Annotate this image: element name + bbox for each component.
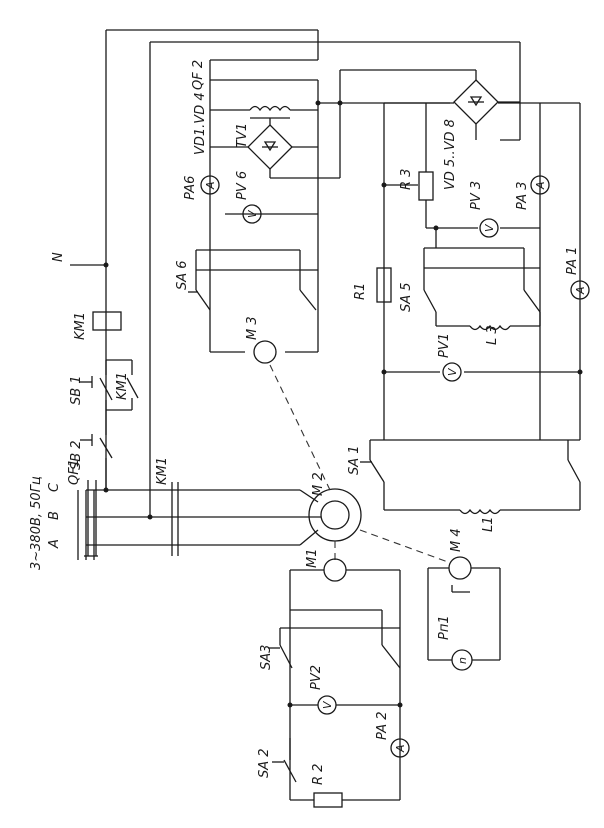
label-pa3: PA 3 xyxy=(515,182,530,211)
m3-motor xyxy=(253,340,277,364)
label-vd5-vd8: VD 5..VD 8 xyxy=(443,119,458,190)
label-m3: M 3 xyxy=(245,316,260,340)
label-km1-contacts: KM1 xyxy=(155,457,170,485)
meter-pn1-symbol: n xyxy=(456,657,469,664)
label-sa3: SA3 xyxy=(259,645,274,670)
label-sa6: SA 6 xyxy=(175,260,190,290)
label-sb1: SB 1 xyxy=(69,375,84,405)
pn1-tachometer xyxy=(451,649,473,671)
meter-pa6-symbol: A xyxy=(204,181,217,190)
label-sa5: SA 5 xyxy=(399,282,414,312)
pa3-ammeter xyxy=(530,175,550,195)
label-qf1: QF1 xyxy=(67,459,82,485)
m2-machine xyxy=(299,488,362,546)
label-l3: L 3 xyxy=(485,325,500,345)
meter-pv1-symbol: V xyxy=(446,367,459,376)
km1-main-contacts xyxy=(171,482,179,556)
label-phase-b: B xyxy=(47,511,62,520)
meter-pv3-symbol: V xyxy=(483,223,496,232)
label-r3: R 3 xyxy=(399,169,414,190)
km1-coil xyxy=(92,311,122,331)
meter-pa3-symbol: A xyxy=(534,181,547,190)
m4-circuit xyxy=(427,556,501,661)
dc-circuit xyxy=(381,102,583,440)
m3-circuit xyxy=(188,110,319,353)
sb1-button xyxy=(80,359,139,420)
label-pv1: PV1 xyxy=(437,333,452,358)
vd5-vd8-bridge xyxy=(315,69,521,178)
label-supply: 3~380В, 50Гц xyxy=(29,476,44,570)
vd1-vd4-bridge xyxy=(210,118,340,179)
label-m1: M1 xyxy=(305,549,320,569)
qf2-breaker xyxy=(209,30,319,81)
pv2-voltmeter xyxy=(317,695,337,715)
qf1-breaker xyxy=(84,480,98,557)
label-vd1-vd4: VD1.VD 4 xyxy=(193,92,208,155)
r1-resistor xyxy=(376,267,392,303)
pv3-voltmeter xyxy=(479,218,499,238)
supply-bus xyxy=(77,489,300,560)
label-pv3: PV 3 xyxy=(469,181,484,210)
label-neutral: N xyxy=(51,252,66,262)
sa1-switch xyxy=(360,439,581,515)
meter-pa2-symbol: A xyxy=(394,744,407,753)
meter-pa1-symbol: A xyxy=(574,286,587,295)
label-pa6: PA6 xyxy=(183,176,198,200)
label-pv6: PV 6 xyxy=(235,171,250,200)
pv6-voltmeter xyxy=(242,204,262,224)
pa2-ammeter xyxy=(390,738,410,758)
label-tv1: TV1 xyxy=(235,123,250,148)
label-sb2: SB 2 xyxy=(69,440,84,470)
label-r1: R1 xyxy=(353,283,368,300)
label-km1-coil: KM1 xyxy=(73,312,88,340)
label-l1: L1 xyxy=(481,516,496,532)
meter-symbols: A V A V A V V A n xyxy=(204,181,587,753)
label-phase-a: A xyxy=(47,539,62,549)
label-sa1: SA 1 xyxy=(347,445,362,475)
sb2-button xyxy=(80,420,113,490)
pa6-ammeter xyxy=(200,175,220,195)
pv1-voltmeter xyxy=(442,362,462,382)
label-m4: M 4 xyxy=(449,528,464,552)
label-km1-aux: KM1 xyxy=(115,372,130,400)
meter-pv6-symbol: V xyxy=(246,209,259,218)
label-r2: R 2 xyxy=(311,764,326,785)
label-pa1: PA 1 xyxy=(565,247,580,276)
meter-pv2-symbol: V xyxy=(321,700,334,709)
label-pn1: Pп1 xyxy=(437,615,452,640)
label-sa2: SA 2 xyxy=(257,748,272,778)
label-pa2: PA 2 xyxy=(375,712,390,741)
m1-circuit xyxy=(268,558,403,801)
label-pv2: PV2 xyxy=(309,665,324,690)
r3-resistor xyxy=(418,171,434,201)
mechanical-links xyxy=(269,364,449,563)
r2-resistor xyxy=(313,792,343,808)
labels: 3~380В, 50Гц A B C N QF1 KM1 KM1 SB 1 KM… xyxy=(29,60,580,785)
label-qf2: QF 2 xyxy=(191,60,206,90)
tv1-transformer xyxy=(209,80,319,119)
label-phase-c: C xyxy=(47,482,62,492)
pa1-ammeter xyxy=(570,280,590,300)
label-m2: M 2 xyxy=(311,472,326,496)
